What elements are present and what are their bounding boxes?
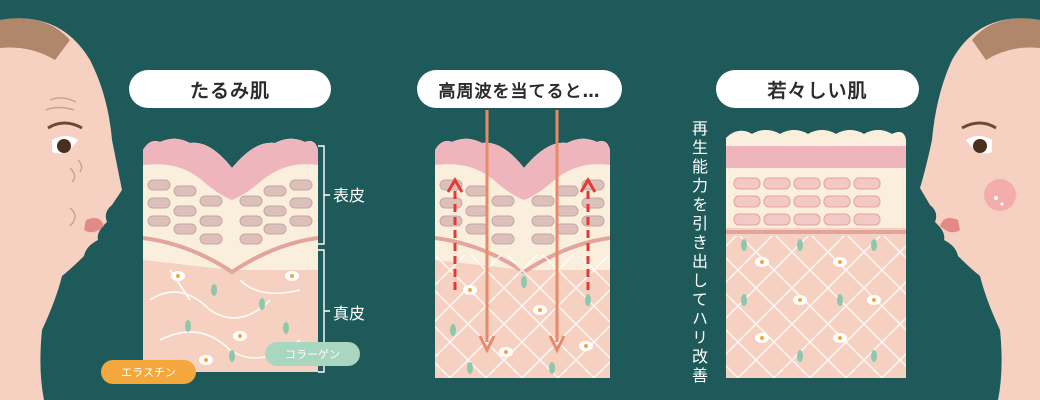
dermis-label: 真皮 xyxy=(333,304,366,323)
radiofrequency-arrows xyxy=(478,110,566,354)
sagging-skin-heading: たるみ肌 xyxy=(129,70,331,108)
radiofrequency-heading: 高周波を当てると… xyxy=(417,70,622,108)
regeneration-caption: 再生能力を引き出してハリ改善 xyxy=(689,120,708,386)
youthful-skin-cross-section xyxy=(726,130,906,378)
elastin-tag: エラスチン xyxy=(101,360,196,384)
epidermis-label: 表皮 xyxy=(333,186,366,205)
collagen-tag: コラーゲン xyxy=(265,342,360,366)
sagging-skin-cross-section xyxy=(143,138,330,373)
aged-face-profile xyxy=(0,18,122,400)
heat-rising-arrows xyxy=(446,177,597,290)
radiofrequency-skin-cross-section xyxy=(435,110,610,378)
youthful-skin-heading: 若々しい肌 xyxy=(716,70,919,108)
young-face-profile xyxy=(920,18,1040,400)
